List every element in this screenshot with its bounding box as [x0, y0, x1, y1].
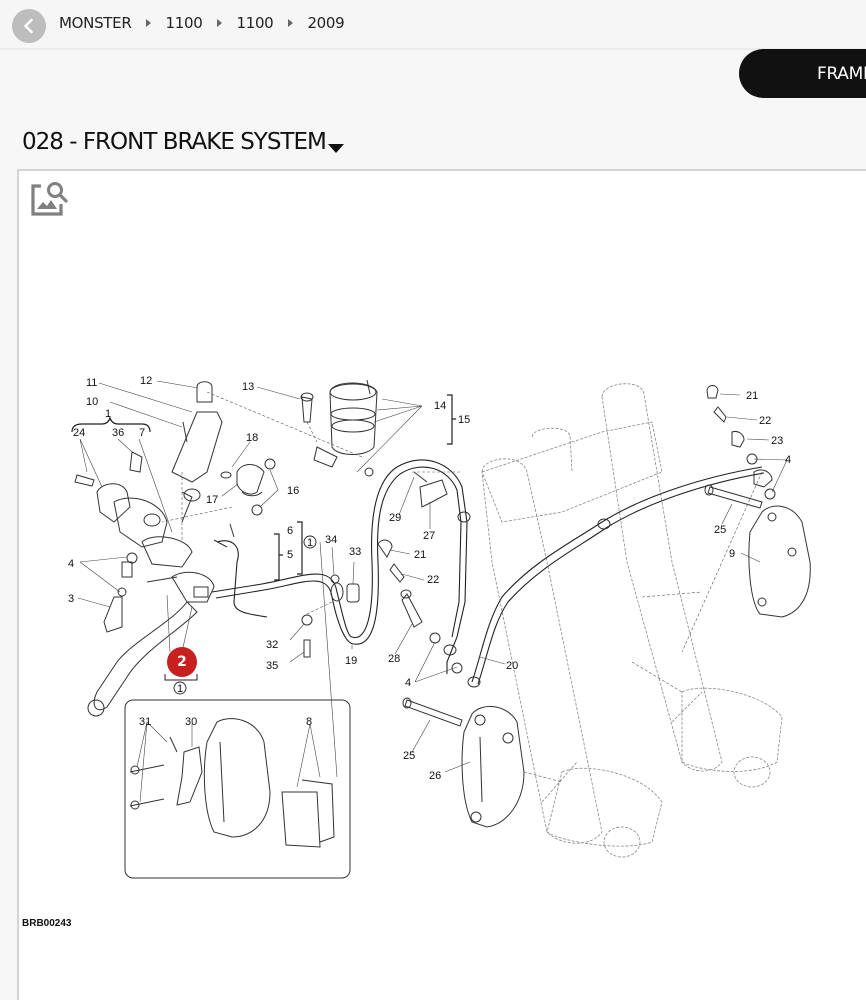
breadcrumb-model[interactable]: MONSTER [59, 14, 132, 32]
part-hotspot-2[interactable]: 2 [167, 647, 197, 677]
callout-25-left: 25 [403, 750, 415, 762]
breadcrumb-displacement[interactable]: 1100 [165, 14, 203, 32]
left-caliper-assembly [402, 697, 525, 828]
callout-7: 7 [139, 427, 145, 439]
callout-18: 18 [246, 432, 258, 444]
exploded-parts-diagram[interactable]: 11 12 13 14 15 10 1 24 36 7 18 17 16 6 5… [19, 171, 866, 1000]
callout-35: 35 [266, 660, 278, 672]
callout-23: 23 [771, 435, 783, 447]
callout-circled-1: 1 [307, 537, 313, 549]
back-button[interactable] [12, 9, 46, 43]
callout-4-left: 4 [68, 558, 74, 570]
chevron-left-icon [24, 18, 33, 34]
brake-switch-wire [213, 523, 268, 618]
section-selector[interactable]: 028 - FRONT BRAKE SYSTEM [22, 129, 344, 155]
callout-24: 24 [73, 427, 85, 439]
callout-29: 29 [389, 512, 401, 524]
callout-22-mid: 22 [427, 574, 439, 586]
callout-27: 27 [423, 530, 435, 542]
callout-36: 36 [112, 427, 124, 439]
reservoir-assembly [171, 379, 378, 516]
callout-28: 28 [388, 653, 400, 665]
callout-13: 13 [242, 381, 254, 393]
frame-button[interactable]: FRAME [739, 49, 866, 98]
callout-17: 17 [206, 494, 218, 506]
callout-4-right: 4 [785, 454, 791, 466]
parts-diagram-panel: 11 12 13 14 15 10 1 24 36 7 18 17 16 6 5… [17, 169, 866, 1000]
callout-16: 16 [287, 485, 299, 497]
callout-8: 8 [306, 716, 312, 728]
breadcrumb-year[interactable]: 2009 [307, 14, 345, 32]
fork-assembly [481, 383, 783, 858]
callout-20: 20 [506, 660, 518, 672]
callout-30: 30 [185, 716, 197, 728]
callout-32: 32 [266, 639, 278, 651]
top-bar: MONSTER 1100 1100 2009 [0, 0, 866, 48]
right-caliper-assembly [704, 385, 811, 618]
diagram-reference-code: BRB00243 [22, 918, 72, 929]
callout-14: 14 [434, 400, 446, 412]
breadcrumb-separator-icon [288, 19, 294, 27]
callout-21-mid: 21 [414, 549, 426, 561]
callout-5: 5 [287, 549, 293, 561]
page-title: 028 - FRONT BRAKE SYSTEM [22, 129, 327, 155]
caret-down-icon [327, 143, 344, 153]
breadcrumb-separator-icon [217, 19, 223, 27]
callout-31: 31 [139, 716, 151, 728]
callout-4-mid: 4 [405, 677, 411, 689]
callout-circled-1-lever: 1 [177, 683, 183, 695]
callout-25-right: 25 [714, 524, 726, 536]
breadcrumb: MONSTER 1100 1100 2009 [59, 14, 345, 32]
callout-19: 19 [345, 655, 357, 667]
assembly-lines [161, 391, 763, 783]
leader-lines [71, 380, 788, 803]
callout-3: 3 [68, 593, 74, 605]
callout-21-right: 21 [746, 390, 758, 402]
callout-26: 26 [429, 770, 441, 782]
image-search-icon[interactable] [29, 178, 69, 218]
callout-15: 15 [458, 414, 470, 426]
inset-pad-kit [124, 699, 351, 879]
breadcrumb-separator-icon [146, 19, 152, 27]
callout-6: 6 [287, 525, 293, 537]
callout-34: 34 [325, 534, 337, 546]
callout-9: 9 [729, 548, 735, 560]
callout-33: 33 [349, 546, 361, 558]
callout-1: 1 [105, 408, 111, 420]
callout-11: 11 [86, 377, 97, 389]
callout-12: 12 [140, 375, 152, 387]
brake-hoses [211, 459, 765, 688]
callout-22-right: 22 [759, 415, 771, 427]
group-brackets [173, 394, 456, 695]
master-cylinder-assembly [74, 451, 215, 717]
callout-labels: 11 12 13 14 15 10 1 24 36 7 18 17 16 6 5… [68, 375, 791, 782]
callout-10: 10 [86, 396, 98, 408]
breadcrumb-version[interactable]: 1100 [236, 14, 274, 32]
